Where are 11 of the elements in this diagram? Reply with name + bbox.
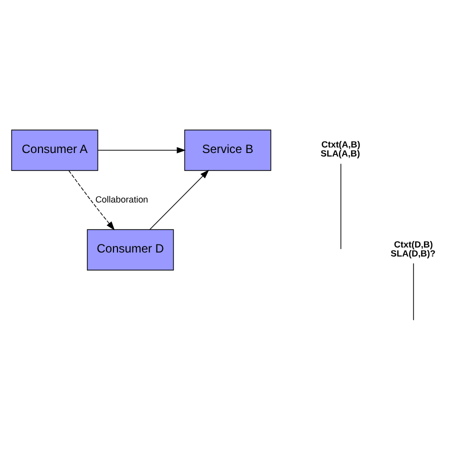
- arrow: [149, 170, 210, 230]
- node-text: Ctxt(A,B) SLA(A,B): [320, 140, 360, 159]
- edge-label: Collaboration: [95, 194, 148, 204]
- node-text: Ctxt(D,B) SLA(D,B)?: [390, 239, 436, 258]
- connector: [413, 263, 414, 321]
- node-box: Service B: [184, 130, 272, 171]
- arrow: [98, 147, 186, 154]
- connector: [340, 163, 342, 250]
- node-box: Consumer A: [11, 130, 98, 171]
- arrow: [68, 170, 115, 230]
- node-box: Consumer D: [86, 229, 174, 270]
